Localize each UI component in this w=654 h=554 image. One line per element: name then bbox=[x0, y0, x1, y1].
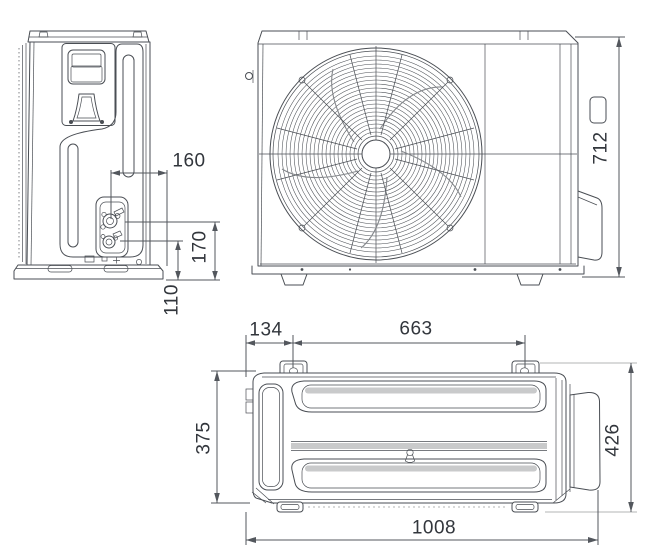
coil-fins bbox=[18, 43, 27, 264]
dim-label-edge-to-hole: 134 bbox=[249, 319, 283, 341]
dim-label-overall-height: 712 bbox=[590, 131, 612, 165]
dim-label-overall-depth: 426 bbox=[602, 423, 624, 457]
grille-slot-upper bbox=[291, 380, 547, 413]
handle-grip bbox=[72, 93, 101, 122]
vent-slot-right bbox=[122, 54, 135, 178]
cable-clamp bbox=[101, 256, 108, 262]
dim-overall-depth bbox=[540, 362, 637, 513]
foot bbox=[516, 273, 544, 286]
side-panel-left bbox=[245, 383, 284, 491]
top-view bbox=[211, 335, 637, 545]
dim-body-depth bbox=[211, 370, 256, 504]
hinge-tab bbox=[245, 401, 254, 414]
screw-icon bbox=[69, 120, 73, 124]
drain-hole-icon bbox=[404, 448, 416, 463]
dim-upper-valve-height bbox=[125, 221, 220, 281]
dim-overall-width bbox=[245, 490, 599, 545]
center-band bbox=[291, 441, 547, 463]
grille-slot-lower bbox=[291, 458, 547, 493]
pipe-clamp bbox=[84, 255, 95, 263]
handle-recess bbox=[67, 49, 106, 85]
side-tab bbox=[589, 96, 607, 124]
side-view bbox=[13, 30, 220, 281]
top-feet bbox=[276, 501, 539, 513]
front-base bbox=[251, 263, 585, 286]
grille-clip-icon bbox=[446, 224, 454, 232]
dim-lower-valve-height bbox=[120, 240, 183, 280]
fan-hub bbox=[361, 139, 391, 169]
hinge-tab bbox=[245, 388, 254, 401]
grille-clip-icon bbox=[298, 76, 306, 84]
fan-grille bbox=[269, 47, 483, 261]
valve-cover-front bbox=[577, 190, 603, 261]
fan-blades bbox=[281, 68, 462, 249]
screw-icon bbox=[136, 259, 142, 265]
grille-clip-icon bbox=[446, 76, 454, 84]
dim-overall-height bbox=[575, 36, 625, 278]
foot bbox=[103, 265, 129, 273]
dim-label-lower-valve: 110 bbox=[161, 284, 183, 316]
handle-plate bbox=[61, 43, 116, 126]
dim-label-body-depth: 375 bbox=[193, 421, 215, 455]
valve-cover-top bbox=[569, 391, 601, 491]
ground-mark-icon bbox=[113, 257, 120, 264]
service-valve-upper bbox=[100, 207, 125, 230]
base-plate bbox=[13, 264, 164, 280]
dim-mount-holes bbox=[245, 335, 526, 377]
valve-panel bbox=[84, 196, 142, 265]
screw-icon bbox=[100, 120, 104, 124]
grille-clip-icon bbox=[298, 224, 306, 232]
dim-label-overall-width: 1008 bbox=[411, 517, 457, 539]
service-valve-lower bbox=[100, 230, 123, 249]
dim-valve-to-edge bbox=[110, 170, 168, 266]
vent-slot-left bbox=[67, 143, 79, 248]
grille-spokes bbox=[276, 54, 475, 254]
fan-grille-rings bbox=[277, 55, 475, 253]
hanger-hook-icon bbox=[245, 72, 253, 80]
front-view bbox=[245, 30, 625, 286]
top-cap bbox=[27, 30, 150, 43]
foot bbox=[280, 273, 308, 286]
front-body bbox=[245, 30, 579, 267]
dim-label-upper-valve: 170 bbox=[189, 230, 211, 264]
dim-label-hole-spacing: 663 bbox=[399, 318, 433, 340]
dim-label-valve-to-edge: 160 bbox=[172, 150, 206, 172]
foot bbox=[47, 265, 73, 273]
